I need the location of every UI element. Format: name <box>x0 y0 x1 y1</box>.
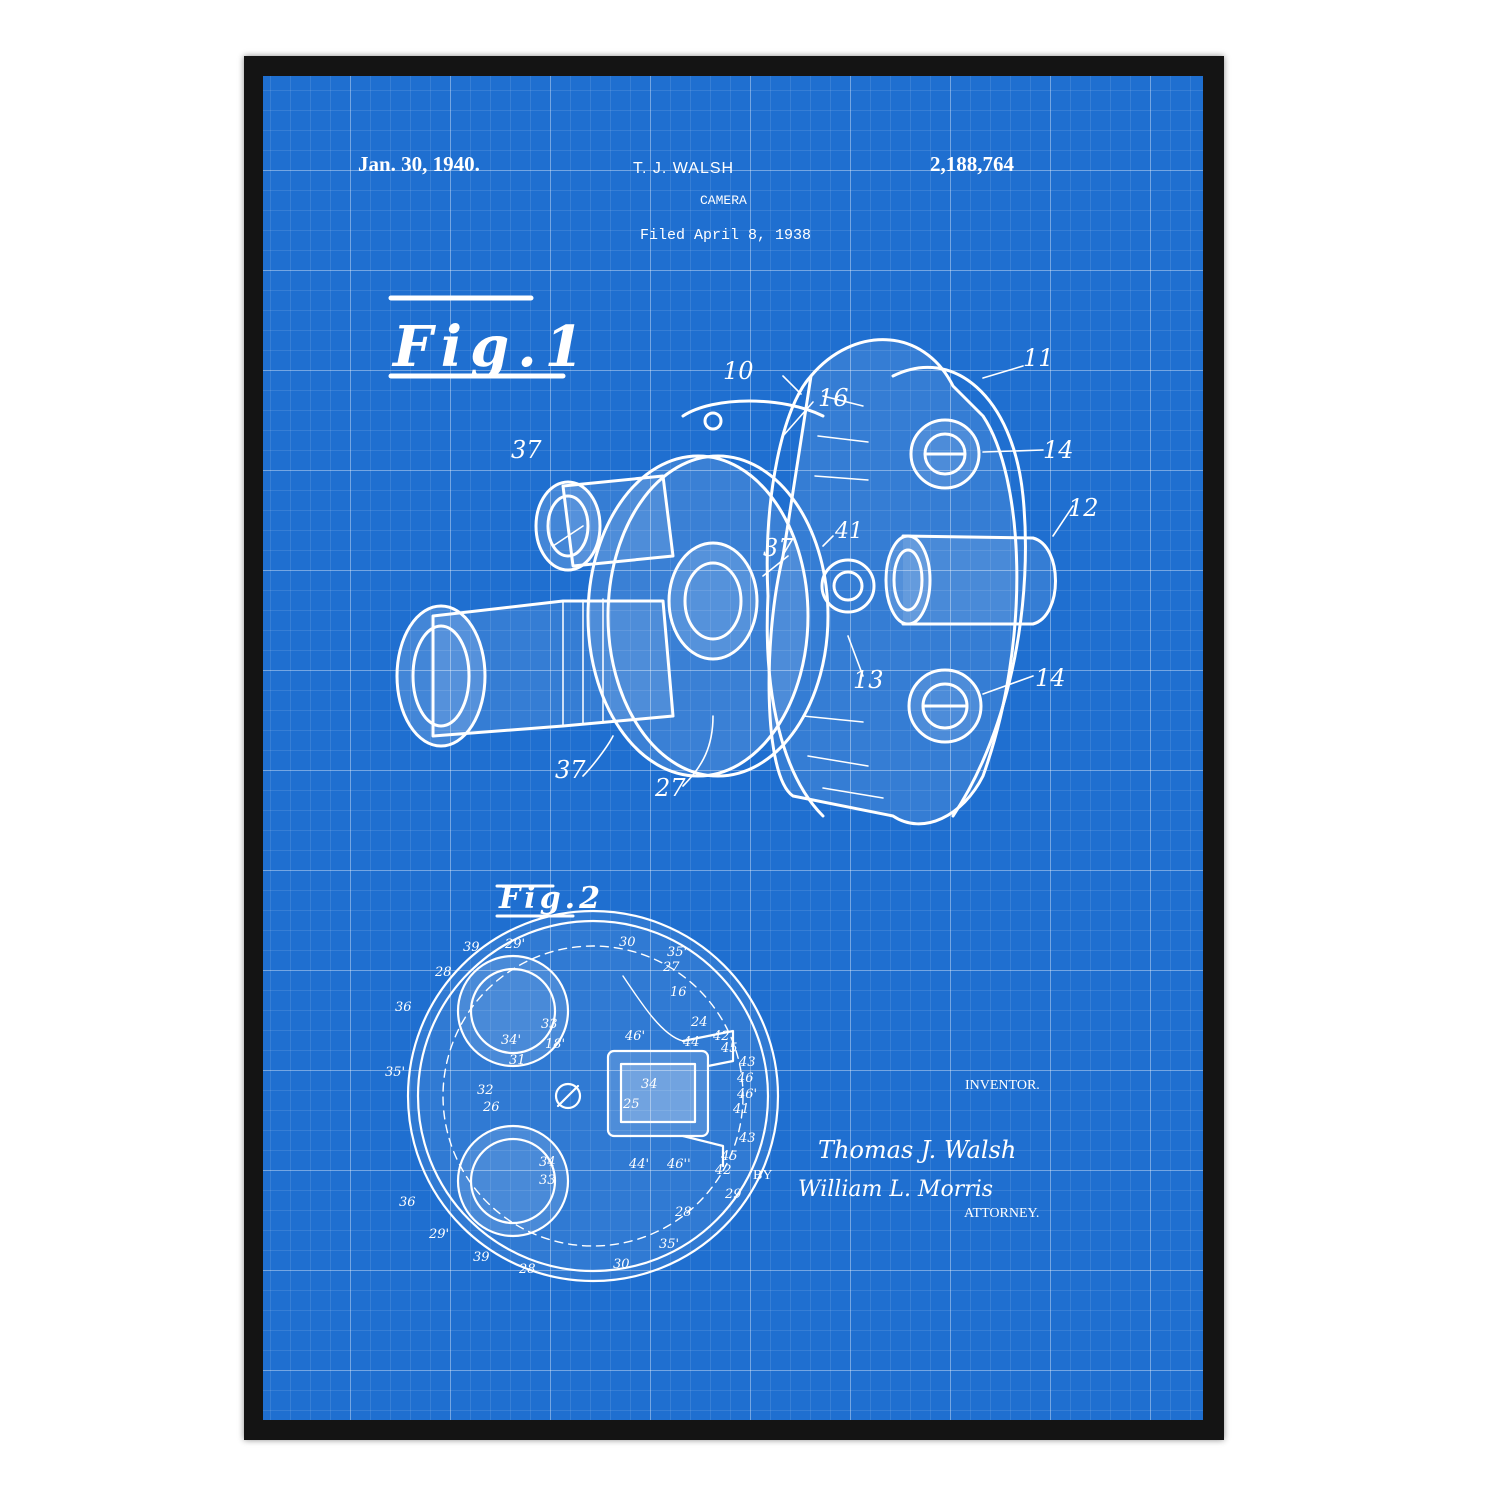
fig1-ref-10: 10 <box>723 357 754 385</box>
fig2-ref-30b: 30 <box>613 1257 630 1272</box>
invention-title: CAMERA <box>700 193 747 208</box>
fig2-ref-36a: 36 <box>395 1000 412 1015</box>
fig2-ref-39b: 39 <box>473 1250 490 1265</box>
fig2-ref-46p-b: 46' <box>624 1029 645 1044</box>
fig2-turret-drawing <box>406 909 780 1283</box>
inventor-caption: INVENTOR. <box>965 1078 1040 1093</box>
patent-drawing: Fig.1 <box>385 295 1099 1283</box>
fig2-ref-29p-a: 29' <box>504 937 525 952</box>
fig2-ref-44p: 44' <box>628 1157 649 1172</box>
attorney-signature: William L. Morris <box>798 1177 993 1202</box>
fig2-ref-30a: 30 <box>619 935 636 950</box>
fig2-ref-28a: 28 <box>434 965 452 980</box>
fig2-ref-43b: 43 <box>738 1131 756 1146</box>
fig2-ref-24: 24 <box>690 1015 708 1030</box>
fig1-ref-37b: 37 <box>763 534 794 562</box>
fig2-ref-29p-b: 29' <box>428 1227 449 1242</box>
fig2-ref-35p-b: 35' <box>385 1065 405 1080</box>
fig2-ref-44: 44 <box>682 1035 700 1050</box>
patent-date: Jan. 30, 1940. <box>358 152 480 176</box>
fig2-ref-28b: 28 <box>674 1205 692 1220</box>
fig2-ref-46: 46 <box>736 1071 754 1086</box>
fig2-ref-45a: 45 <box>720 1041 738 1056</box>
patent-number: 2,188,764 <box>930 152 1014 176</box>
fig1-ref-37c: 37 <box>555 756 586 784</box>
fig2-ref-33b: 33 <box>539 1173 556 1188</box>
fig2-ref-35p-c: 35' <box>659 1237 679 1252</box>
fig1-ref-14a: 14 <box>1043 436 1074 464</box>
inventor-name: T. J. WALSH <box>633 160 735 177</box>
fig2-ref-34p: 34' <box>501 1033 521 1048</box>
fig1-ref-37a: 37 <box>511 436 542 464</box>
fig2-ref-32: 32 <box>477 1083 494 1098</box>
fig1-label: Fig.1 <box>391 314 592 380</box>
fig1-ref-12: 12 <box>1068 494 1099 522</box>
fig1-ref-16: 16 <box>818 384 849 412</box>
fig2-ref-28c: 28 <box>518 1262 536 1277</box>
blueprint-sheet: Jan. 30, 1940. T. J. WALSH 2,188,764 CAM… <box>263 76 1203 1420</box>
fig2-ref-35p-a: 35' <box>667 945 687 960</box>
fig2-ref-46pp: 46'' <box>666 1157 691 1172</box>
fig2-ref-27: 27 <box>662 960 680 975</box>
fig2-ref-26: 26 <box>482 1100 500 1115</box>
fig1-leaders <box>552 365 1074 787</box>
fig2-ref-34a: 34 <box>641 1077 658 1092</box>
fig2-ref-36b: 36 <box>399 1195 416 1210</box>
fig2-ref-43a: 43 <box>738 1055 756 1070</box>
fig1-ref-27: 27 <box>654 774 686 802</box>
fig2-ref-18p: 18' <box>545 1037 565 1052</box>
filing-date: Filed April 8, 1938 <box>640 227 812 244</box>
fig1-camera-drawing <box>395 338 1057 826</box>
fig2-ref-31: 31 <box>509 1053 526 1068</box>
fig1-ref-11: 11 <box>1023 344 1054 372</box>
fig2-ref-45b: 45 <box>720 1149 738 1164</box>
fig2-ref-42b: 42 <box>714 1163 732 1178</box>
fig2-ref-42a: 42 <box>712 1029 730 1044</box>
fig2-ref-46p-a: 46' <box>736 1087 757 1102</box>
fig2-ref-25: 25 <box>622 1097 640 1112</box>
fig2-ref-34b: 34 <box>539 1155 556 1170</box>
fig1-ref-14b: 14 <box>1035 664 1066 692</box>
fig1-ref-41: 41 <box>834 519 863 544</box>
fig1-ref-13: 13 <box>853 666 884 694</box>
fig2-ref-16: 16 <box>670 985 687 1000</box>
attorney-caption: ATTORNEY. <box>964 1206 1040 1221</box>
fig2-ref-29: 29 <box>724 1187 742 1202</box>
by-label: BY <box>753 1168 773 1183</box>
inventor-signature: Thomas J. Walsh <box>818 1136 1016 1164</box>
fig2-ref-33a: 33 <box>541 1017 558 1032</box>
fig2-ref-41: 41 <box>732 1102 750 1117</box>
fig2-ref-39a: 39 <box>463 940 480 955</box>
